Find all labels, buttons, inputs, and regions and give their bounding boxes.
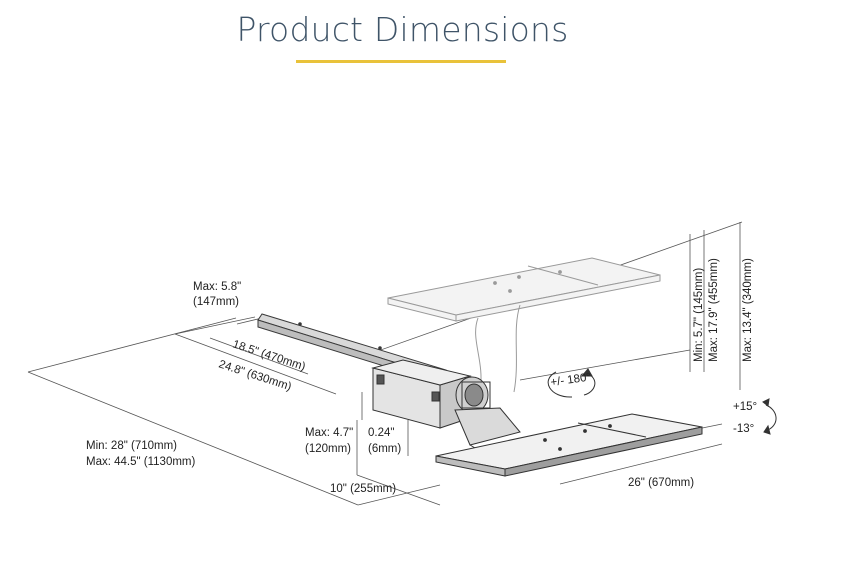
thickness-label-line1: 0.24" (368, 427, 394, 439)
max-width-label-line1: Max: 5.8" (193, 281, 241, 293)
keyboard-tray (435, 413, 703, 477)
tray-width-label: 26" (670mm) (628, 477, 694, 489)
title-underline (296, 60, 506, 63)
height-total-label: Max: 13.4" (340mm) (742, 258, 754, 362)
max-width-label-line2: (147mm) (193, 296, 239, 308)
height-min-label: Min: 5.7" (145mm) (693, 268, 705, 362)
drop-label-line2: (120mm) (305, 443, 351, 455)
page-title: Product Dimensions (236, 10, 569, 49)
tray-mechanism (371, 359, 521, 459)
drop-label-line1: Max: 4.7" (305, 427, 353, 439)
rotation-arrow-icon (547, 368, 596, 398)
tilt-arrow-icon (762, 398, 777, 435)
height-max-label: Max: 17.9" (455mm) (708, 258, 720, 362)
reach-max-label: Max: 44.5" (1130mm) (86, 456, 195, 468)
reach-dimension-line (27, 371, 359, 506)
thickness-label-line2: (6mm) (368, 443, 401, 455)
raised-keyboard-platform (387, 257, 661, 393)
reach-min-label: Min: 28" (710mm) (86, 440, 177, 452)
tilt-up-label: +15° (733, 401, 757, 413)
tilt-down-label: -13° (733, 423, 754, 435)
rotation-label: +/- 180° (550, 371, 592, 389)
depth-label: 10" (255mm) (330, 483, 396, 495)
